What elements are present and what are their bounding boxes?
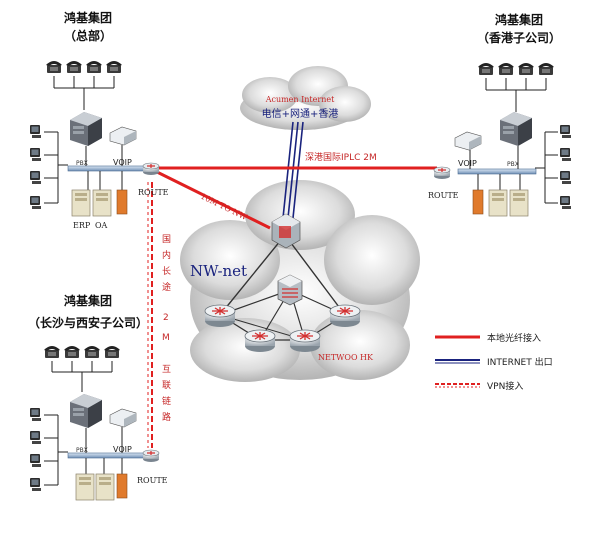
site-hk — [433, 63, 571, 217]
hq-pcs — [30, 125, 68, 209]
nw-core-firewall — [271, 213, 301, 249]
domestic-char: 链 — [162, 395, 171, 407]
domestic-char: 国 — [162, 234, 171, 245]
legend: 本地光纤接入 INTERNET 出口 VPN接入 — [435, 332, 553, 392]
legend-item-vpn: VPN接入 — [435, 380, 523, 392]
cs-pcs — [30, 408, 68, 491]
internet-cloud-line1: Acumen Internet — [265, 95, 335, 104]
hq-voip-box — [109, 126, 137, 146]
hk-route-label: ROUTE — [428, 191, 459, 200]
domestic-char: 2 — [163, 313, 169, 323]
hq-router — [142, 162, 160, 176]
internet-links — [282, 121, 304, 219]
domestic-char: 互 — [162, 364, 171, 375]
site-hq — [30, 61, 160, 217]
hk-lan-bar — [457, 168, 537, 175]
nw-router-4 — [329, 304, 361, 328]
domestic-char: 内 — [162, 249, 171, 261]
hq-site-sub: （总部） — [64, 28, 112, 43]
nw-core-switch — [277, 274, 303, 306]
fiber-links — [147, 166, 437, 448]
iplc-link-label: 深港国际IPLC 2M — [305, 151, 377, 163]
site-cs — [30, 346, 160, 501]
cs-phones — [44, 346, 120, 392]
hk-phones — [478, 63, 554, 112]
domestic-char: 长 — [162, 265, 171, 277]
cs-site-sub: （长沙与西安子公司） — [28, 315, 148, 330]
legend-item-internet: INTERNET 出口 — [435, 356, 553, 368]
cs-server-2 — [95, 473, 115, 501]
hk-site-sub: （香港子公司） — [477, 30, 561, 45]
internet-cloud — [240, 66, 371, 130]
hq-voip-label: VOIP — [113, 158, 132, 167]
hq-route-label: ROUTE — [138, 188, 169, 197]
legend-vpn-label: VPN接入 — [487, 380, 523, 392]
nw-router-3 — [289, 329, 321, 353]
cs-router — [142, 449, 160, 463]
cs-pbx-label: PBX — [76, 447, 88, 454]
hk-voip-label: VOIP — [458, 159, 477, 168]
hk-server-2 — [509, 189, 529, 217]
domestic-link-label: 国 内 长 途 2 M 互 联 链 路 — [162, 234, 171, 423]
hk-voip-box — [454, 131, 482, 151]
cs-site-name: 鸿基集团 — [64, 293, 112, 308]
hk-pbx-label: PBX — [507, 161, 519, 168]
hk-pcs — [535, 125, 571, 209]
hq-to-nw-link-label: 10M TO NW — [199, 192, 249, 223]
cs-voip-label: VOIP — [113, 445, 132, 454]
hq-pbx-label: PBX — [76, 160, 88, 167]
hq-site-name: 鸿基集团 — [64, 10, 112, 25]
cs-voip-box — [109, 408, 137, 428]
hq-phones — [46, 61, 122, 110]
hq-oa-server — [92, 189, 112, 217]
legend-item-fiber: 本地光纤接入 — [435, 332, 541, 344]
legend-fiber-label: 本地光纤接入 — [487, 332, 541, 344]
internet-cloud-line2: 电信+网通+香港 — [262, 107, 339, 120]
domestic-char: M — [162, 333, 170, 343]
hk-firewall-box — [472, 189, 484, 215]
domestic-char: 途 — [162, 281, 171, 293]
nw-router-1 — [204, 304, 236, 328]
cs-route-label: ROUTE — [137, 476, 168, 485]
domestic-char: 路 — [162, 411, 171, 423]
hq-firewall-box — [116, 189, 128, 215]
nw-router-2 — [244, 329, 276, 353]
hq-oa-label: OA — [95, 221, 108, 230]
hq-pbx-box — [70, 112, 102, 146]
hk-server-1 — [488, 189, 508, 217]
domestic-char: 联 — [162, 380, 171, 391]
hq-erp-label: ERP — [73, 221, 91, 230]
nw-hk-label: NETWOO HK — [318, 353, 374, 362]
cs-server-1 — [75, 473, 95, 501]
cs-firewall-box — [116, 473, 128, 499]
legend-internet-label: INTERNET 出口 — [487, 356, 553, 368]
hk-site-name: 鸿基集团 — [495, 12, 543, 27]
nw-net-label: NW-net — [190, 262, 247, 280]
hq-erp-server — [71, 189, 91, 217]
cs-pbx-box — [70, 394, 102, 428]
hk-router — [433, 166, 451, 180]
hk-pbx-box — [500, 112, 532, 146]
